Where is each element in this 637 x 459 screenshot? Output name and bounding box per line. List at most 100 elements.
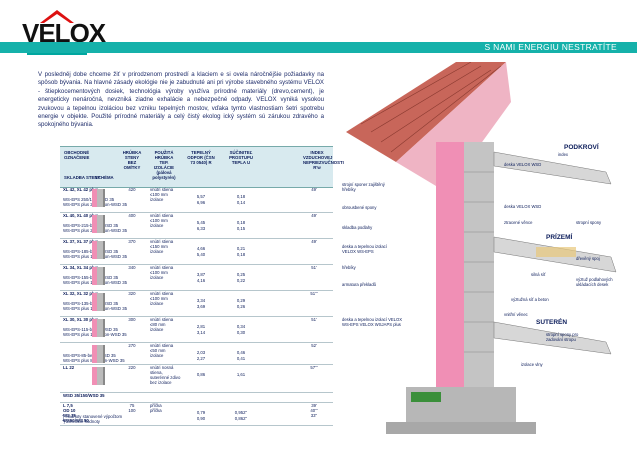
row-thickness: 400 [128,213,136,218]
wall-scheme-icon [90,189,108,207]
wall-scheme-icon [90,293,108,311]
row-name: LL 22 [63,365,75,370]
row-sound-index: 51''' [310,291,318,296]
row-thickness: 300 [128,317,136,322]
row-u-value: 0,25 0,22 [236,272,246,283]
label-18: stropní spony pro zadování stropu [546,332,579,342]
footnote-1: ') Hodnoty stanovené výpočtom [62,414,123,419]
row-name: WSD 35/150/WSD 35 [63,393,105,398]
label-8: index [558,152,569,157]
header-bar: S NAMI ENERGIU NESTRATÍTE [0,42,637,53]
subheader-composition: SKLADBA STENY [64,175,101,180]
row-resistance: 3,87 4,16 [196,272,206,283]
row-composition: WS-EPS-185-beton-WSD 35 WS-EPS plus 185-… [63,249,128,259]
row-thickness: 75 100 [128,403,136,413]
wall-scheme-icon [90,319,108,337]
row-u-value: 1,61 [236,372,246,377]
label-12: dřevěný spoj [576,256,600,261]
row-insulation: vnútri stiena ≤100 mm izolace [150,291,174,306]
table-row: WSD 35/150/WSD 35 [60,392,333,403]
row-insulation: vnútri stiena ≤100 mm izolace [150,213,174,228]
label-9: deska VELOX WSD [504,204,542,209]
row-thickness: 270 [128,343,136,348]
section-basement: SUTERÉN [536,319,568,326]
label-11: stropní spony [576,220,602,225]
header-sound-index: INDEX VZDUCHOVEJ NEPRIEZVUČNOSTI R'w [303,150,344,170]
label-19: izolace vlny [521,362,543,367]
row-thickness: 320 [128,291,136,296]
row-sound-index: 39' 40''' 33'' [310,403,318,418]
row-resistance: 2,03 2,27 [196,350,206,361]
row-resistance: 2,81 3,14 [196,324,206,335]
row-resistance: 5,57 6,96 [196,194,206,205]
row-resistance: 0,86 [196,372,206,377]
label-6: hřebíky [342,265,356,270]
row-resistance: 3,34 3,69 [196,298,206,309]
row-composition: WS-EPS-115-beton-WSD 35 WS-EPS plus 115-… [63,327,127,337]
subheader-scheme: SCHÉMA [95,175,114,180]
label-4: deska a tepelnou izolací VELOX WS-EPS [342,244,387,254]
wall-scheme-icon [90,241,108,259]
row-name: L 7,5 OD 10 WS 75 WS50/WS 50 [63,403,89,423]
wall-scheme-icon [90,267,108,285]
label-15: výztužná síť a beton [511,297,549,302]
label-10: ztracené věnce [504,220,533,225]
label-14: výztuž podlahových ukládacích desek [576,277,613,287]
wall-spec-table: OBCHODNÉ OZNAČENIE HRÚBKA STENY BEZ OMÍT… [60,146,344,426]
row-thickness: 220 [128,365,136,370]
header-u-value: SÚČINITEĽ PROSTUPU TEPLA U [229,150,253,165]
row-resistance: 0,79 0,90 [196,410,206,421]
header-insulation: POUŽITÁ HRÚBKA TEP. IZOLÁCIE (pálová pol… [152,150,176,180]
label-16: deska a tepelnou izolací VELOX WS-EPS VE… [342,317,403,327]
label-17: vnitřní věnec [504,312,528,317]
wall-scheme-icon [90,215,108,233]
page-title: S NAMI ENERGIU NESTRATÍTE [484,42,617,52]
logo-wordmark: VELOX [22,18,106,48]
intro-paragraph: V posledněj dobe chceme žiť v prirodzeno… [38,71,324,129]
wall-scheme-icon [90,345,108,363]
row-sound-index: 49' [311,239,317,244]
wall-scheme-icon [90,367,108,385]
row-composition: WS-EPS-135-beton-WSD 35 WS-EPS plus 135-… [63,301,128,311]
row-sound-index: 57''' [310,365,318,370]
row-resistance: 4,66 5,40 [196,246,206,257]
footnotes: ') Hodnoty stanovené výpočtom '') Zmeran… [62,414,122,424]
row-u-value: 0,46 0,41 [236,350,246,361]
row-thickness: 420 [128,187,136,192]
label-7: armatura překladů [342,282,376,287]
row-insulation: vnútri stiena ≤50 mm izolace [150,343,174,358]
row-thickness: 370 [128,239,136,244]
building-section-illustration [346,61,617,434]
row-composition: WS-EPS-155-beton-WSD 35 WS-EPS plus 155-… [63,275,128,285]
section-attic: PODKROVÍ [564,144,599,151]
table-header: OBCHODNÉ OZNAČENIE HRÚBKA STENY BEZ OMÍT… [60,146,344,188]
header-name: OBCHODNÉ OZNAČENIE [64,150,90,160]
label-2: obrousbené spony [342,205,377,210]
row-u-value: 0,21 0,18 [236,246,246,257]
row-insulation: vnútri stiena ≤100 mm izolace [150,187,174,202]
row-sound-index: 49' [311,213,317,218]
row-sound-index: 51' [311,265,317,270]
row-insulation: příčka příčka [150,403,162,413]
label-5: deska VELOX WSD [504,162,542,167]
table-row: WS-EPS-85-beton-WSD 35 WS-EPS plus 85-be… [60,342,333,365]
label-3: skladba podlahy [342,225,373,230]
row-u-value: 0,952'' 0,862'' [234,410,248,421]
row-insulation: vnútri stiena ≤80 mm izolace [150,317,174,332]
footnote-2: '') Zmerané hodnoty [62,419,100,424]
row-insulation: vnútri stiena ≤100 mm izolace [150,265,174,280]
label-13: silná síť [531,272,546,277]
row-resistance: 5,45 6,33 [196,220,206,231]
header-thickness: HRÚBKA STENY BEZ OMÍTKY [122,150,142,170]
row-composition: WS-EPS-215-beton-WSD 35 WS-EPS plus 215-… [63,223,128,233]
row-sound-index: 52' [311,343,317,348]
row-sound-index: 49' [311,187,317,192]
row-insulation: vnútri stiena ≤150 mm izolace [150,239,174,254]
row-u-value: 0,29 0,26 [236,298,246,309]
